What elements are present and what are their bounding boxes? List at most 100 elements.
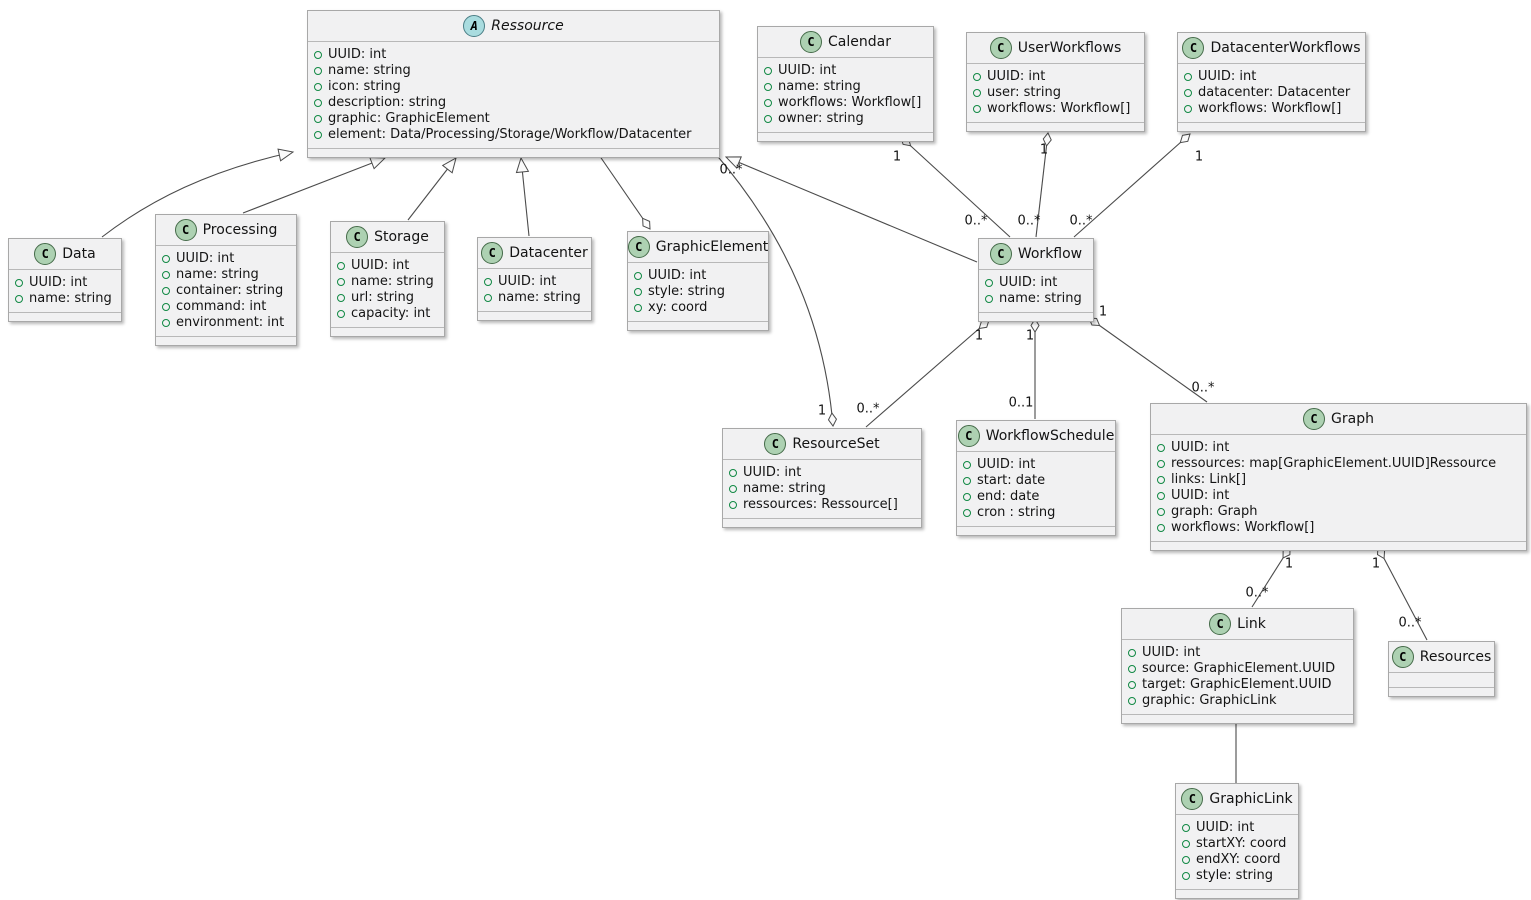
class-attribute-row: container: string	[162, 283, 288, 299]
class-attribute-row: source: GraphicElement.UUID	[1128, 661, 1345, 677]
class-attribute-row: xy: coord	[634, 300, 760, 316]
attribute-text: start: date	[977, 473, 1046, 488]
class-attribute-row: graphic: GraphicLink	[1128, 693, 1345, 709]
attribute-text: UUID: int	[328, 47, 387, 62]
field-visibility-icon	[1157, 444, 1165, 452]
field-visibility-icon	[1128, 697, 1136, 705]
field-visibility-icon	[1184, 89, 1192, 97]
field-visibility-icon	[1157, 524, 1165, 532]
attribute-text: graph: Graph	[1171, 504, 1258, 519]
field-visibility-icon	[973, 73, 981, 81]
class-name: ResourceSet	[792, 436, 880, 452]
attribute-text: UUID: int	[1196, 820, 1255, 835]
class-attribute-row: target: GraphicElement.UUID	[1128, 677, 1345, 693]
field-visibility-icon	[162, 319, 170, 327]
class-name: Processing	[202, 222, 278, 238]
class-icon: C	[627, 236, 650, 258]
field-visibility-icon	[973, 89, 981, 97]
class-attribute-row: name: string	[484, 290, 583, 306]
field-visibility-icon	[634, 304, 642, 312]
attribute-text: url: string	[351, 290, 415, 305]
attribute-text: name: string	[176, 267, 259, 282]
class-name: Workflow	[1017, 246, 1083, 262]
class-methods-compartment	[979, 313, 1093, 321]
class-icon: C	[800, 31, 823, 53]
class-attribute-row: ressources: map[GraphicElement.UUID]Ress…	[1157, 456, 1518, 472]
attribute-text: UUID: int	[176, 251, 235, 266]
class-methods-compartment	[478, 312, 591, 320]
class-methods-compartment	[957, 527, 1115, 535]
edge-workflow-extends-ressource	[724, 156, 978, 263]
attribute-text: workflows: Workflow[]	[987, 101, 1131, 116]
class-name: Ressource	[491, 18, 564, 34]
class-attribute-row: name: string	[162, 267, 288, 283]
edge-ressource-graphicelement	[596, 151, 651, 230]
field-visibility-icon	[484, 278, 492, 286]
class-attribute-row: user: string	[973, 85, 1136, 101]
multiplicity-label: 0..*	[856, 401, 880, 417]
attribute-text: icon: string	[328, 79, 401, 94]
field-visibility-icon	[634, 288, 642, 296]
field-visibility-icon	[15, 279, 23, 287]
edge-graph-resources	[1376, 546, 1428, 641]
class-attribute-row: description: string	[314, 95, 711, 111]
attribute-text: links: Link[]	[1171, 472, 1247, 487]
multiplicity-label: 0..*	[1245, 585, 1269, 601]
class-attribute-row: icon: string	[314, 79, 711, 95]
class-attribute-row: workflows: Workflow[]	[1157, 520, 1518, 536]
class-attribute-row: style: string	[1182, 868, 1290, 884]
field-visibility-icon	[1157, 492, 1165, 500]
class-attribute-row: name: string	[15, 291, 113, 307]
attribute-text: graphic: GraphicElement	[328, 111, 490, 126]
class-attribute-row: links: Link[]	[1157, 472, 1518, 488]
field-visibility-icon	[764, 83, 772, 91]
class-attribute-row: UUID: int	[337, 258, 436, 274]
class-name: Link	[1237, 616, 1266, 632]
attribute-text: description: string	[328, 95, 447, 110]
class-name: Graph	[1331, 411, 1374, 427]
edge-datacenter-extends-ressource	[515, 156, 530, 237]
class-attribute-row: owner: string	[764, 111, 925, 127]
attribute-text: UUID: int	[648, 268, 707, 283]
class-icon: C	[1209, 613, 1232, 635]
class-attribute-row: end: date	[963, 489, 1107, 505]
attribute-text: UUID: int	[743, 465, 802, 480]
class-attribute-row: style: string	[634, 284, 760, 300]
class-methods-compartment	[967, 123, 1144, 131]
field-visibility-icon	[985, 279, 993, 287]
attribute-text: workflows: Workflow[]	[1171, 520, 1315, 535]
multiplicity-label: 1	[1025, 328, 1035, 344]
attribute-text: style: string	[1196, 868, 1274, 883]
field-visibility-icon	[1157, 476, 1165, 484]
field-visibility-icon	[337, 294, 345, 302]
